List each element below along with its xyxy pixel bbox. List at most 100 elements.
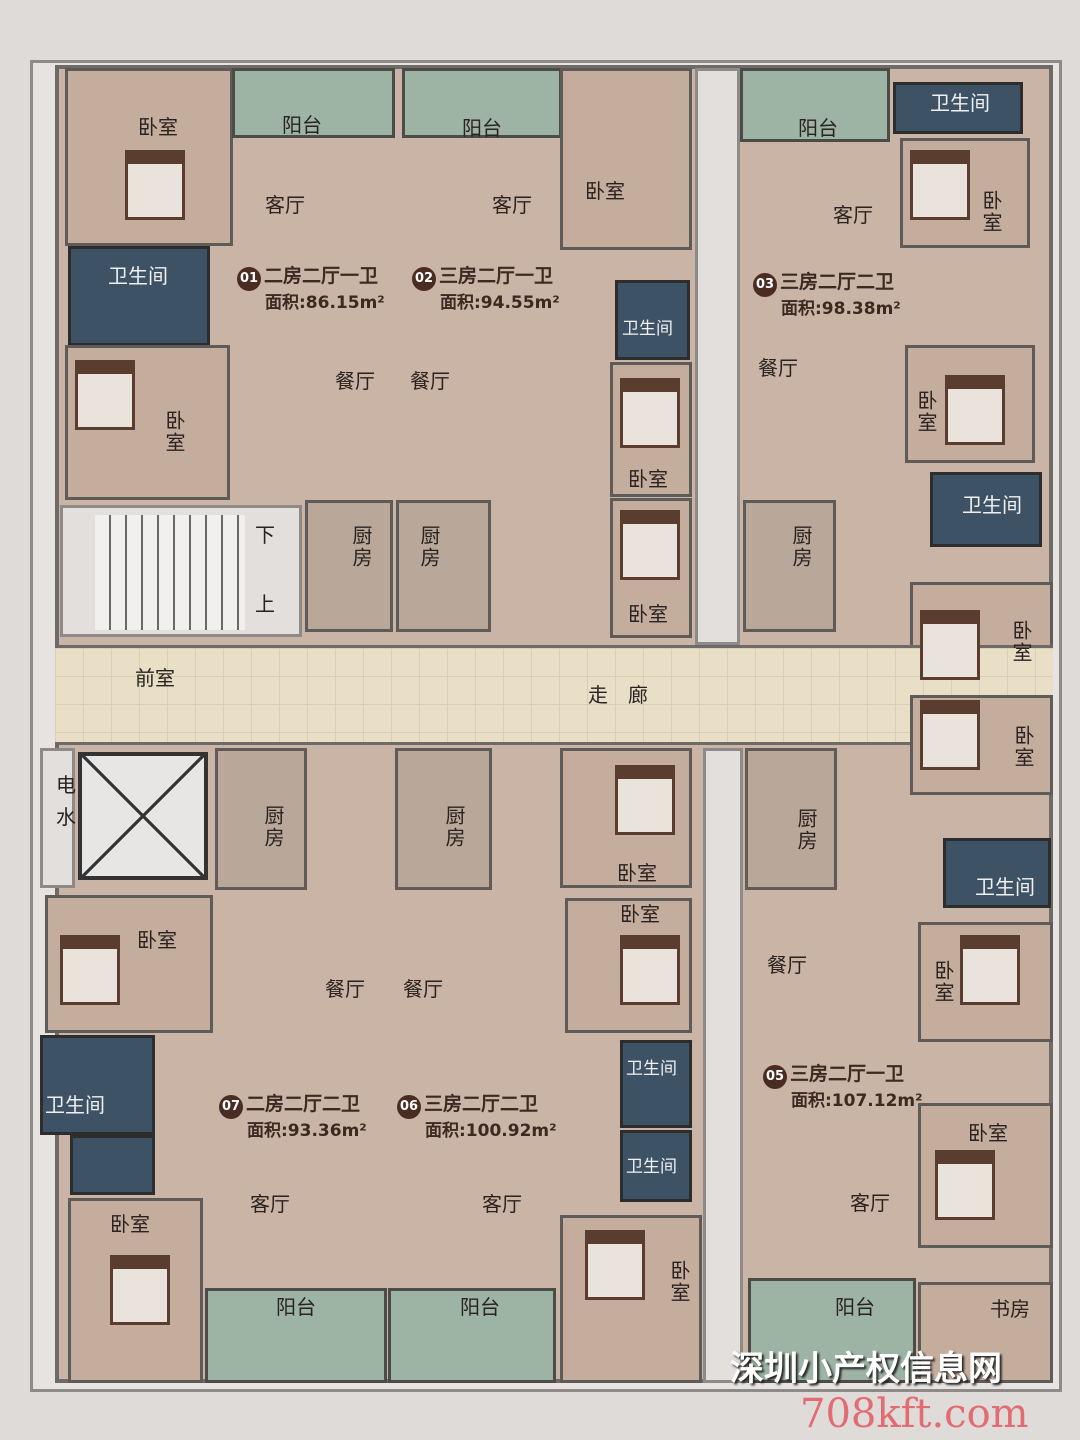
label-bedroom: 卧室 [968, 1121, 1008, 1145]
bed-icon [920, 610, 980, 680]
bed-icon [960, 935, 1020, 1005]
label-bath: 卫生间 [930, 91, 990, 115]
utility-shaft [40, 748, 75, 888]
watermark-text: 深圳小产权信息网 [730, 1349, 1002, 1389]
label-balcony: 阳台 [282, 113, 322, 137]
label-bath: 卫生间 [108, 264, 168, 288]
room-kitchen-02 [396, 500, 491, 632]
unit-number: 02 [412, 267, 436, 291]
label-kitchen: 厨房 [789, 525, 813, 569]
stairs-up-label: 上 [255, 592, 275, 616]
label-bedroom: 卧室 [979, 190, 1003, 234]
room-balcony-05 [748, 1278, 916, 1383]
label-bedroom: 卧室 [1009, 620, 1033, 664]
stairs [95, 515, 245, 630]
label-bath: 卫生间 [45, 1093, 105, 1117]
unit-area: 面积:94.55m² [440, 293, 560, 313]
label-kitchen: 厨房 [417, 525, 441, 569]
label-living: 客厅 [265, 193, 305, 217]
label-bedroom: 卧室 [620, 902, 660, 926]
label-bedroom: 卧室 [162, 410, 186, 454]
light-well-top [695, 68, 740, 645]
bed-icon [60, 935, 120, 1005]
unit-number: 03 [753, 273, 777, 297]
room-kitchen-03 [743, 500, 836, 632]
anteroom-label: 前室 [135, 666, 175, 690]
label-dining: 餐厅 [403, 977, 443, 1001]
bed-icon [945, 375, 1005, 445]
room-bath-03b [930, 472, 1042, 547]
corridor [55, 645, 1053, 745]
bed-icon [935, 1150, 995, 1220]
room-kitchen-06 [395, 748, 492, 890]
label-balcony: 阳台 [798, 116, 838, 140]
room-kitchen-07 [215, 748, 307, 890]
unit-number: 06 [397, 1095, 421, 1119]
room-bath-06a [620, 1040, 692, 1128]
label-dining: 餐厅 [758, 356, 798, 380]
label-balcony: 阳台 [835, 1295, 875, 1319]
unit-number: 01 [237, 267, 261, 291]
label-living: 客厅 [833, 203, 873, 227]
unit-area: 面积:86.15m² [265, 293, 385, 313]
bed-icon [620, 510, 680, 580]
label-bath: 卫生间 [626, 1157, 677, 1177]
label-balcony: 阳台 [460, 1295, 500, 1319]
label-bath: 卫生间 [962, 493, 1022, 517]
label-living: 客厅 [850, 1191, 890, 1215]
label-bedroom: 卧室 [138, 115, 178, 139]
label-dining: 餐厅 [410, 369, 450, 393]
unit-number: 07 [219, 1095, 243, 1119]
elevator-shaft [78, 752, 208, 880]
label-kitchen: 厨房 [442, 805, 466, 849]
unit-number: 05 [763, 1065, 787, 1089]
bed-icon [125, 150, 185, 220]
room-bath-02 [615, 280, 690, 360]
room-bath-07b [70, 1135, 155, 1195]
unit-area: 面积:100.92m² [425, 1121, 557, 1141]
label-bedroom: 卧室 [110, 1212, 150, 1236]
label-bedroom: 卧室 [628, 602, 668, 626]
label-dining: 餐厅 [767, 953, 807, 977]
label-kitchen: 厨房 [794, 808, 818, 852]
room-balcony-06 [388, 1288, 556, 1383]
label-dining: 餐厅 [325, 977, 365, 1001]
label-balcony: 阳台 [462, 116, 502, 140]
stairs-down-label: 下 [255, 523, 275, 547]
label-bath: 卫生间 [622, 319, 673, 339]
label-study: 书房 [990, 1297, 1030, 1321]
bed-icon [920, 700, 980, 770]
bed-icon [110, 1255, 170, 1325]
unit-area: 面积:107.12m² [791, 1091, 923, 1111]
label-dining: 餐厅 [335, 369, 375, 393]
label-bedroom: 卧室 [137, 928, 177, 952]
label-bedroom: 卧室 [914, 390, 938, 434]
label-bedroom: 卧室 [667, 1260, 691, 1304]
room-balcony-01 [232, 68, 395, 138]
label-kitchen: 厨房 [349, 525, 373, 569]
corridor-label: 走 廊 [588, 683, 648, 707]
bed-icon [910, 150, 970, 220]
unit-type: 三房二厅二卫 [424, 1093, 539, 1115]
room-study-05 [918, 1282, 1053, 1383]
bed-icon [585, 1230, 645, 1300]
unit-type: 二房二厅一卫 [264, 265, 379, 287]
label-bedroom: 卧室 [628, 467, 668, 491]
label-bedroom: 卧室 [1011, 725, 1035, 769]
bed-icon [615, 765, 675, 835]
label-living: 客厅 [250, 1192, 290, 1216]
label-bedroom: 卧室 [931, 960, 955, 1004]
unit-area: 面积:98.38m² [781, 299, 901, 319]
water-label: 水 [56, 805, 76, 829]
label-kitchen: 厨房 [261, 805, 285, 849]
bed-icon [620, 935, 680, 1005]
watermark-url: 708kft.com [800, 1391, 1029, 1437]
room-bedroom-05b [918, 922, 1053, 1042]
label-living: 客厅 [492, 193, 532, 217]
